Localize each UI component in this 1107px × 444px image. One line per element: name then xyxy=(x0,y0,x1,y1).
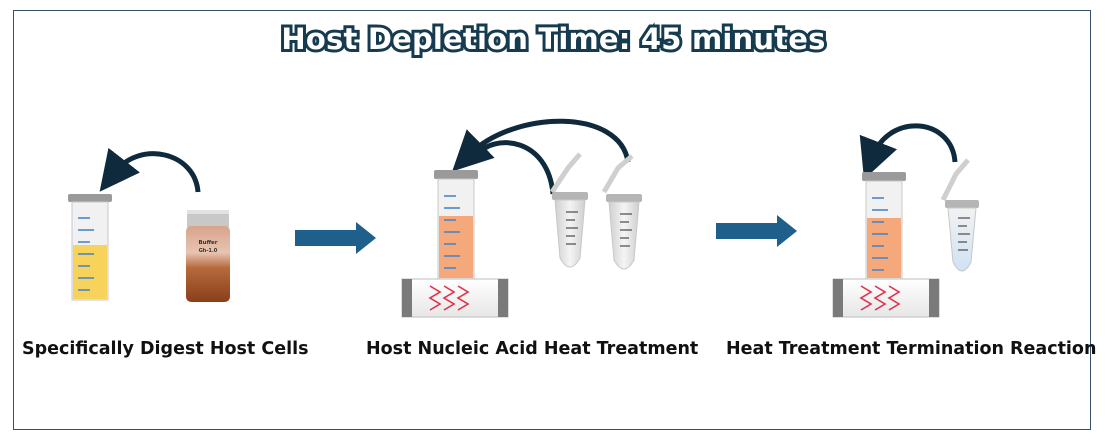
microtube-icon xyxy=(940,158,979,272)
flow-arrow-icon xyxy=(716,215,797,247)
tube-orange-icon xyxy=(862,172,906,280)
step1-illustration: Buffer Gh-1.0 xyxy=(68,147,230,302)
buffer-label-line1: Buffer xyxy=(198,240,217,246)
curved-arrow-icon xyxy=(859,123,958,180)
step1-caption: Specifically Digest Host Cells xyxy=(22,339,309,359)
curved-arrow-icon xyxy=(99,147,201,193)
curved-arrow-icon xyxy=(452,118,631,172)
step2-caption: Host Nucleic Acid Heat Treatment xyxy=(366,339,699,359)
curved-arrow-icon xyxy=(473,140,556,195)
flow-arrow-icon xyxy=(295,222,376,254)
heater-block-icon xyxy=(832,278,940,318)
diagram-frame xyxy=(13,10,1091,430)
microtube-icon xyxy=(601,154,642,270)
microtube-icon xyxy=(549,152,588,268)
tube-orange-icon xyxy=(434,170,478,280)
step2-illustration xyxy=(401,118,642,318)
step3-illustration xyxy=(832,123,979,318)
buffer-label-line2: Gh-1.0 xyxy=(199,248,218,254)
heater-block-icon xyxy=(401,278,509,318)
buffer-bottle-icon: Buffer Gh-1.0 xyxy=(186,210,230,302)
tube-yellow-icon xyxy=(68,194,112,301)
diagram-title: Host Depletion Time: 45 minutes xyxy=(278,19,828,59)
step3-caption: Heat Treatment Termination Reaction xyxy=(726,339,1097,359)
